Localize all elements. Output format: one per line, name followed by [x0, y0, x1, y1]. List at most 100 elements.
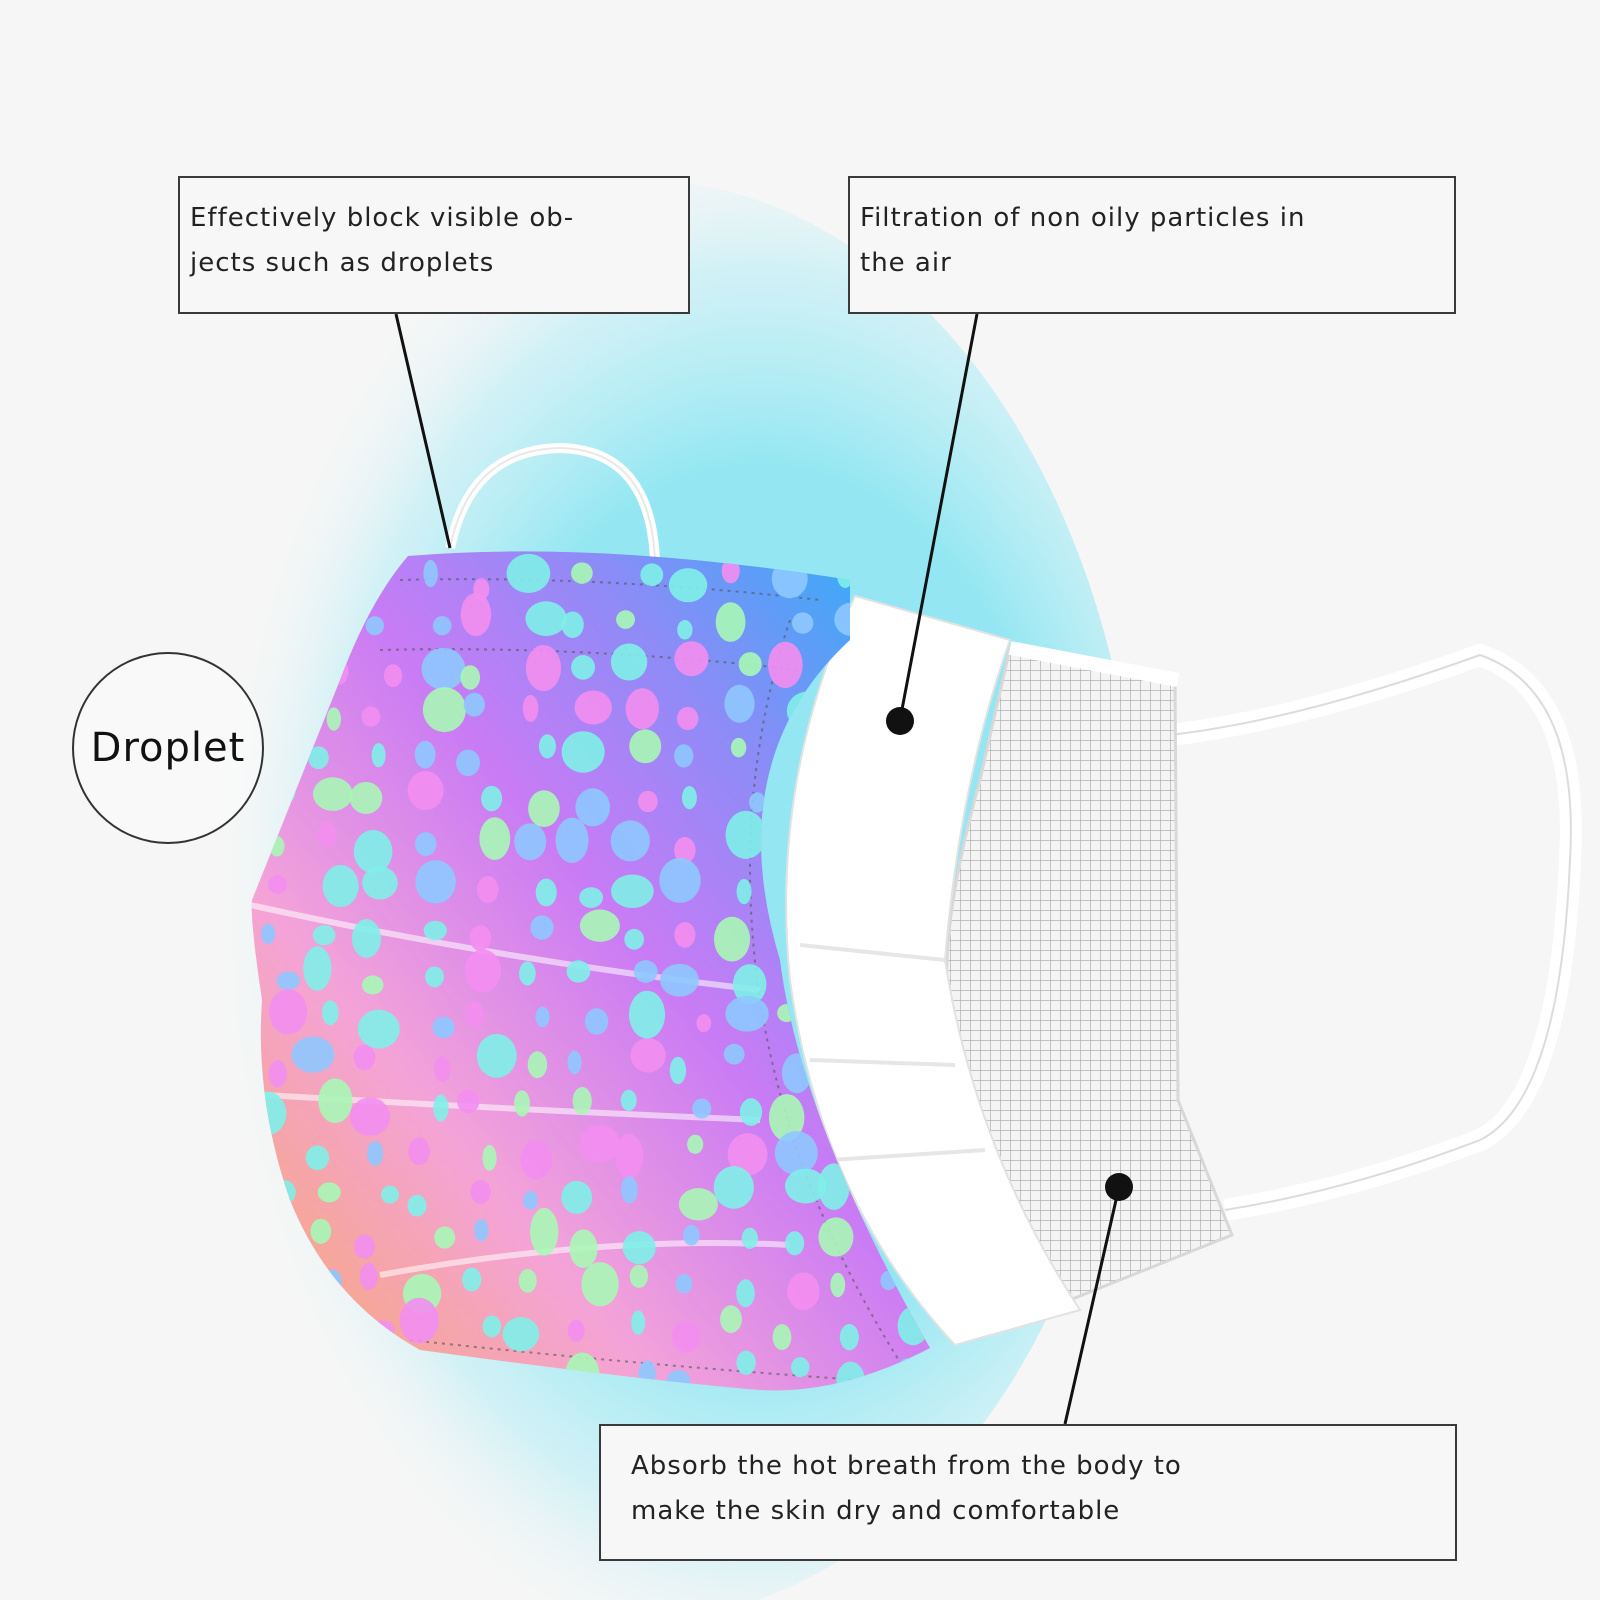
leader-line-filtration: [898, 313, 979, 721]
fabric-dot: [463, 692, 485, 717]
fabric-dot: [730, 737, 747, 758]
fabric-dot: [414, 740, 436, 769]
fabric-dot: [268, 1060, 287, 1088]
fabric-dot: [291, 1036, 335, 1073]
fabric-dot: [474, 1219, 489, 1242]
fabric-dot: [572, 1087, 592, 1115]
anchor-dot-filtration: [886, 707, 914, 735]
fabric-dot: [732, 964, 767, 1005]
fabric-dot: [555, 817, 589, 863]
fabric-dot: [774, 1131, 818, 1175]
fabric-dot: [312, 777, 353, 811]
fabric-dot: [768, 1094, 805, 1142]
fabric-dot: [674, 837, 696, 864]
top-ear-loop: [449, 446, 656, 561]
fabric-dot: [633, 960, 658, 983]
fabric-dot: [676, 706, 699, 731]
fabric-dot: [818, 1163, 850, 1210]
fabric-dot: [383, 664, 403, 688]
anchor-dot-absorb: [1105, 1173, 1133, 1201]
fabric-dot: [677, 619, 693, 640]
fabric-dot: [681, 786, 697, 810]
fabric-dot: [736, 878, 752, 905]
fabric-dot: [624, 928, 645, 950]
fabric-dot: [569, 1229, 598, 1269]
fabric-dot: [433, 1094, 449, 1122]
fabric-dot: [839, 1324, 859, 1351]
fabric-dot: [482, 1315, 502, 1338]
fabric-dot: [682, 1224, 700, 1246]
fabric-dot: [465, 1001, 485, 1028]
fabric-dot: [616, 610, 636, 629]
fabric-dot: [581, 1262, 619, 1307]
fabric-dot: [476, 1033, 517, 1078]
callout-droplets-line-2: jects such as droplets: [190, 248, 495, 278]
fabric-dot: [422, 687, 467, 733]
fabric-dot: [713, 916, 751, 962]
fabric-dot: [830, 1272, 846, 1298]
fabric-dot: [787, 1272, 820, 1311]
fabric-dot: [269, 989, 308, 1035]
fabric-dot: [579, 1124, 621, 1163]
fabric-dot: [622, 1231, 656, 1265]
fabric-dot: [326, 707, 341, 731]
fabric-dot: [566, 960, 591, 983]
fabric-dot: [528, 790, 560, 828]
fabric-dot: [567, 1319, 585, 1342]
fabric-dot: [523, 1191, 538, 1210]
fabric-dot: [476, 875, 499, 904]
leader-line-droplets: [394, 313, 452, 549]
fabric-dot: [318, 1078, 353, 1124]
fabric-dot: [414, 832, 437, 857]
fabric-dot: [674, 641, 709, 677]
fabric-dot: [525, 644, 562, 692]
fabric-dot: [425, 966, 445, 988]
callout-absorb: Absorb the hot breath from the body to m…: [599, 1424, 1457, 1561]
fabric-dot: [482, 1145, 497, 1171]
fabric-dot: [353, 830, 393, 874]
right-ear-loop: [1169, 653, 1572, 1211]
fabric-dot: [818, 1217, 854, 1257]
fabric-dot: [317, 822, 337, 848]
fabric-dot: [460, 665, 481, 690]
fabric-dot: [469, 925, 492, 952]
fabric-dot: [561, 1180, 593, 1214]
fabric-dot: [715, 602, 746, 642]
callout-droplets-line-1: Effectively block visible ob-: [190, 203, 575, 233]
fabric-dot: [668, 568, 708, 603]
fabric-dot: [630, 1038, 666, 1073]
fabric-dot: [535, 878, 557, 907]
fabric-dot: [481, 785, 503, 812]
fabric-dot: [514, 823, 547, 861]
fabric-dot: [460, 592, 492, 637]
fabric-dot: [720, 1305, 742, 1334]
fabric-dot: [727, 1133, 768, 1176]
fabric-dot: [421, 647, 466, 690]
fabric-dot: [768, 641, 803, 689]
fabric-dot: [407, 771, 444, 811]
callout-absorb-line-1: Absorb the hot breath from the body to: [631, 1451, 1182, 1481]
fabric-dot: [631, 1310, 646, 1335]
fabric-dot: [785, 1231, 805, 1256]
fabric-dot: [610, 643, 648, 681]
fabric-dot: [432, 616, 452, 636]
fabric-dot: [538, 734, 556, 759]
fabric-dot: [317, 1182, 341, 1203]
fabric-dot: [415, 860, 456, 904]
fabric-dot: [321, 1000, 339, 1026]
fabric-dot: [371, 743, 386, 768]
fabric-dot: [678, 1188, 718, 1221]
fabric-dot: [790, 1357, 810, 1378]
fabric-dot: [615, 1133, 644, 1179]
fabric-dot: [620, 1089, 637, 1111]
callout-filtration: Filtration of non oily particles in the …: [848, 176, 1456, 314]
fabric-dot: [637, 790, 658, 813]
fabric-dot: [721, 558, 740, 584]
fabric-dot: [784, 1168, 827, 1204]
right-ear-loop: [1168, 643, 1582, 1221]
fabric-dot: [470, 1179, 491, 1204]
fabric-dot: [530, 915, 554, 940]
fabric-dot: [462, 1267, 482, 1292]
fabric-dot: [724, 684, 755, 723]
fabric-dot: [457, 1089, 480, 1114]
